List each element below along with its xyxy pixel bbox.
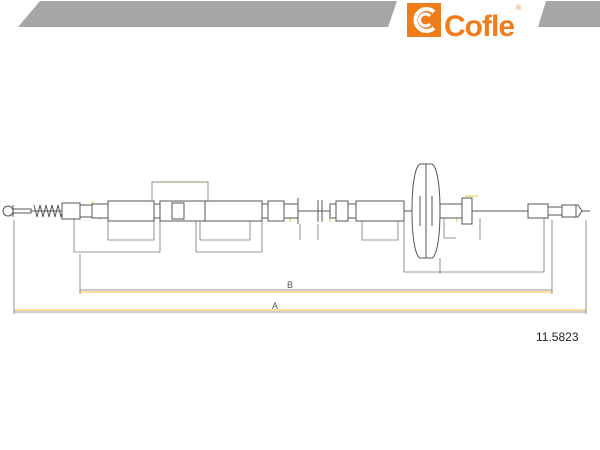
header-banner-left — [18, 1, 397, 27]
leader-lines — [73, 181, 545, 273]
highlight-lines — [14, 181, 586, 311]
clip-ticks — [297, 198, 323, 224]
dimension-lines — [13, 220, 587, 314]
brand-name: Cofle — [444, 10, 514, 43]
left-end-fitting — [2, 205, 32, 217]
left-spring — [33, 202, 93, 220]
right-end-fitting — [527, 203, 590, 219]
header-banner-right — [538, 1, 600, 27]
dimension-label-a: A — [272, 301, 278, 311]
brand-logo: Cofle ® — [407, 3, 522, 43]
part-number: 11.5823 — [536, 330, 579, 344]
dimension-label-b: B — [287, 280, 293, 290]
sheath-segments — [91, 197, 473, 225]
registered-mark: ® — [516, 4, 522, 12]
central-grommet — [411, 163, 441, 259]
